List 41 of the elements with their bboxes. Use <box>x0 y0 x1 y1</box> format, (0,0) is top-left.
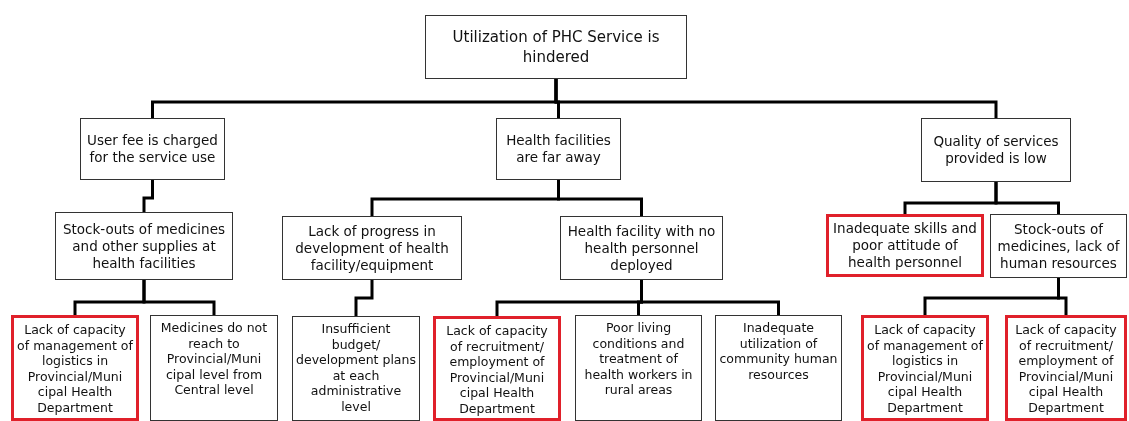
cause-text: Utilization of PHC Service is hindered <box>451 27 661 67</box>
cause-text: Quality of services provided is low <box>932 133 1060 167</box>
cause-box <box>425 15 687 79</box>
connector-line <box>554 79 998 118</box>
cause-text: Health facilities are far away <box>505 132 612 166</box>
cause-box <box>861 315 989 421</box>
cause-text: Lack of progress in development of health facility/equipment <box>294 222 450 274</box>
cause-box <box>80 118 225 180</box>
cause-box <box>990 214 1127 278</box>
cause-text: Lack of capacity of management of logistics in Provincial/Muni cipal Health Department <box>867 322 983 415</box>
cause-text: Lack of capacity of recruitment/ employment of Provincial/Muni cipal Health Department <box>1014 322 1118 415</box>
connector-line <box>994 182 1060 214</box>
cause-text: User fee is charged for the service use <box>86 132 219 166</box>
cause-box <box>560 216 723 280</box>
cause-text: Medicines do not reach to Provincial/Muni cipal level from Central level <box>159 320 269 398</box>
cause-box <box>150 315 278 421</box>
cause-text: Lack of capacity of recruitment/ employment of Provincial/Muni cipal Health Department <box>445 323 549 416</box>
cause-box <box>575 315 702 421</box>
connector-line <box>142 280 216 315</box>
cause-box <box>715 315 842 421</box>
cause-text: Inadequate utilization of community human resources <box>719 320 838 382</box>
cause-text: Poor living conditions and treatment of health workers in rural areas <box>583 320 694 398</box>
connector-line <box>354 280 374 316</box>
cause-text: Health facility with no health personnel deployed <box>566 222 717 274</box>
cause-text: Stock-outs of medicines, lack of human resources <box>996 220 1121 272</box>
cause-box <box>292 316 420 421</box>
cause-box <box>496 118 621 180</box>
cause-box <box>11 315 139 421</box>
cause-box <box>55 212 233 280</box>
cause-box <box>826 214 984 277</box>
cause-text: Stock-outs of medicines and other supplies at health facilities <box>61 220 227 272</box>
connector-line <box>142 180 154 212</box>
cause-box <box>921 118 1071 182</box>
cause-text: Inadequate skills and poor attitude of health personnel <box>832 220 978 271</box>
connector-line <box>557 180 643 216</box>
cause-box <box>433 316 561 421</box>
cause-text: Lack of capacity of management of logistics in Provincial/Muni cipal Health Department <box>17 322 133 415</box>
connector-line <box>640 280 780 315</box>
cause-box <box>1005 315 1127 421</box>
cause-text: Insufficient budget/ development plans at each administrative level <box>296 321 416 414</box>
cause-box <box>282 216 462 280</box>
